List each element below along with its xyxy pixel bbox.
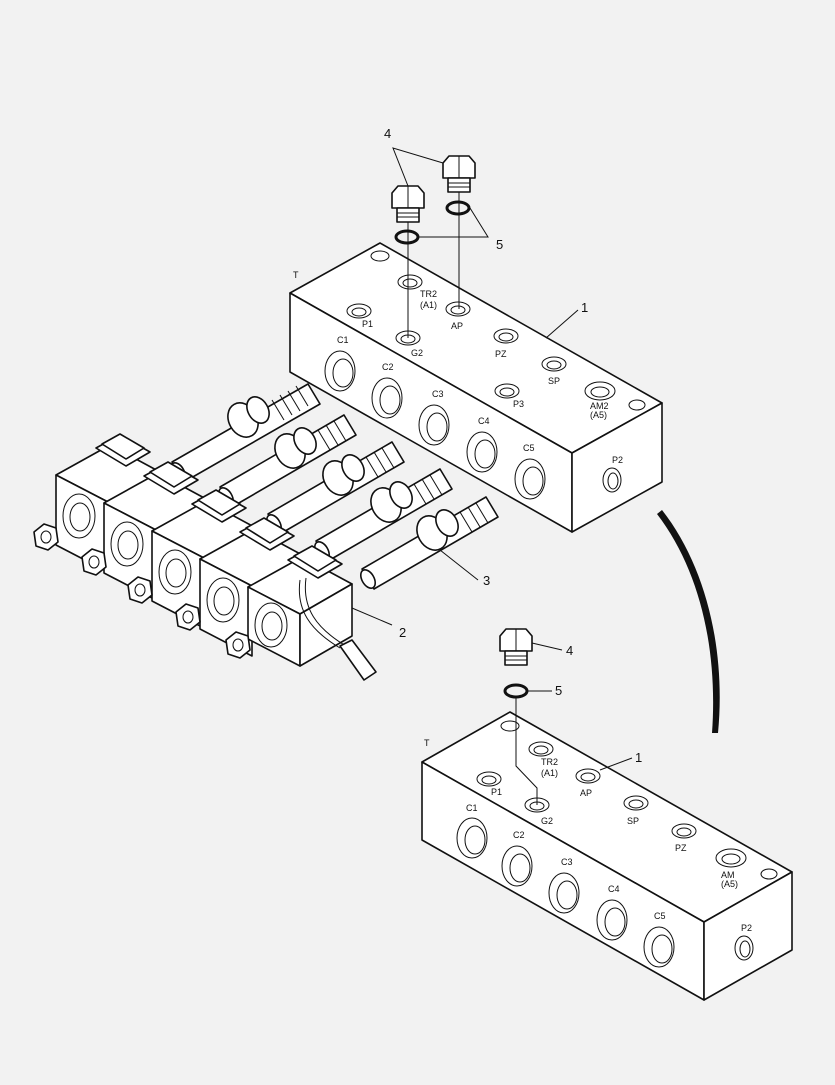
callout-2: 2: [399, 625, 406, 640]
lower-label-ap: AP: [580, 788, 592, 798]
upper-p2-port: [602, 467, 622, 493]
upper-label-c5: C5: [523, 443, 535, 453]
upper-label-g2: G2: [411, 348, 423, 358]
callout-numbers: 4 5 1 3 2 4 5 1: [384, 126, 642, 765]
upper-manifold-block: T P1 TR2 (A1) AP G2 PZ SP P3 AM2 (A5) P2…: [289, 242, 663, 533]
lower-port-labels: T TR2 (A1) P1 AP G2 SP PZ AM (A5) P2 C1 …: [424, 738, 752, 933]
lower-label-sp: SP: [627, 816, 639, 826]
upper-top-ports: [346, 250, 646, 411]
lower-c-ports: [456, 817, 675, 968]
lower-label-g2: G2: [541, 816, 553, 826]
o-ring-left: [394, 229, 420, 245]
lower-manifold-block: T TR2 (A1) P1 AP G2 SP PZ AM (A5) P2 C1 …: [421, 711, 793, 1001]
upper-label-ap: AP: [451, 321, 463, 331]
upper-label-t: T: [293, 270, 299, 280]
o-ring-right: [445, 200, 471, 216]
callout-4-upper: 4: [384, 126, 391, 141]
lower-label-pz: PZ: [675, 843, 687, 853]
upper-label-pz: PZ: [495, 349, 507, 359]
solenoid-coils: [55, 433, 393, 681]
transition-arrow: [657, 510, 720, 733]
nut-3: [127, 576, 153, 604]
lower-label-a5: (A5): [721, 879, 738, 889]
upper-label-p1: P1: [362, 319, 373, 329]
lower-label-t: T: [424, 738, 430, 748]
upper-label-p2: P2: [612, 455, 623, 465]
cartridge-valve-3: [265, 441, 405, 535]
upper-label-a5: (A5): [590, 410, 607, 420]
callout-leaders: [545, 309, 633, 771]
lower-label-p1: P1: [491, 787, 502, 797]
lower-p2-port: [734, 935, 754, 961]
solenoid-coil-4: [199, 517, 305, 657]
lower-label-am: AM: [721, 870, 735, 880]
lower-label-c2: C2: [513, 830, 525, 840]
upper-plugs: [391, 147, 489, 338]
plug-right: [442, 155, 476, 193]
upper-c-ports: [324, 350, 546, 500]
upper-label-p3: P3: [513, 399, 524, 409]
lower-label-c1: C1: [466, 803, 478, 813]
callout-4-lower: 4: [566, 643, 573, 658]
callout-5-upper: 5: [496, 237, 503, 252]
lower-label-a1: (A1): [541, 768, 558, 778]
upper-label-a1: (A1): [420, 300, 437, 310]
upper-label-c4: C4: [478, 416, 490, 426]
cartridge-valve-1: [169, 383, 321, 483]
lower-label-p2: P2: [741, 923, 752, 933]
lower-label-tr2: TR2: [541, 757, 558, 767]
callout-1-lower: 1: [635, 750, 642, 765]
upper-label-c3: C3: [432, 389, 444, 399]
lower-label-c5: C5: [654, 911, 666, 921]
upper-label-am2: AM2: [590, 401, 609, 411]
lower-label-c4: C4: [608, 884, 620, 894]
callout-3: 3: [483, 573, 490, 588]
lower-label-c3: C3: [561, 857, 573, 867]
nut-2: [81, 548, 107, 576]
cartridge-valve-5: [359, 496, 499, 590]
nut-4: [175, 603, 201, 631]
solenoid-coil-1: [55, 433, 161, 573]
upper-label-c2: C2: [382, 362, 394, 372]
nut-5: [225, 631, 251, 659]
callout-5-lower: 5: [555, 683, 562, 698]
nut-1: [33, 523, 59, 551]
coil-nuts: [33, 523, 251, 659]
o-ring-lower: [503, 683, 529, 699]
callout-1-upper: 1: [581, 300, 588, 315]
upper-port-labels: T P1 TR2 (A1) AP G2 PZ SP P3 AM2 (A5) P2…: [293, 270, 623, 465]
upper-label-tr2: TR2: [420, 289, 437, 299]
solenoid-coil-5: [247, 545, 393, 681]
upper-label-c1: C1: [337, 335, 349, 345]
cartridge-valves: [169, 383, 499, 590]
connector-plug: [339, 639, 377, 681]
plug-left: [391, 185, 425, 223]
lower-plug: [499, 628, 563, 805]
upper-label-sp: SP: [548, 376, 560, 386]
